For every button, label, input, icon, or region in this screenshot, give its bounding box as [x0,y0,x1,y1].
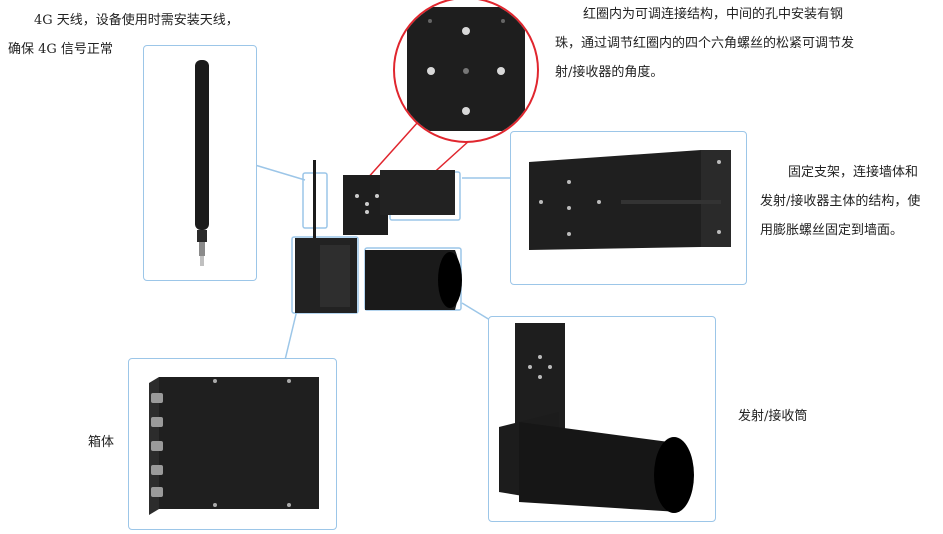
adjust-joint-image [407,7,525,131]
adjust-description-line: 红圈内为可调连接结构，中间的孔中安装有钢 [583,7,844,22]
antenna-description-line: 确保 4G 信号正常 [8,42,113,57]
bracket-image [529,150,731,250]
bracket-description: 固定支架，连接墙体和 发射/接收器主体的结构，使 用膨胀螺丝固定到墙面。 [760,158,943,245]
enclosure-image [149,377,319,515]
tube-panel [488,316,716,522]
enclosure-panel [128,358,337,530]
antenna-description-line: 4G 天线，设备使用时需安装天线， [34,13,239,28]
bracket-panel [510,131,747,285]
antenna-panel [143,45,257,281]
adjust-description: 红圈内为可调连接结构，中间的孔中安装有钢 珠，通过调节红圈内的四个六角螺丝的松紧… [555,0,935,87]
box-label: 箱体 [88,435,115,450]
bracket-description-line: 发射/接收器主体的结构，使 [760,194,921,209]
bracket-description-line: 用膨胀螺丝固定到墙面。 [760,223,904,238]
antenna-description: 4G 天线，设备使用时需安装天线， 确保 4G 信号正常 [8,6,278,64]
antenna-image [195,60,209,266]
adjust-description-line: 射/接收器的角度。 [555,65,664,80]
bracket-description-line: 固定支架，连接墙体和 [788,165,919,180]
tube-label: 发射/接收筒 [738,409,808,424]
tube-image [499,323,694,513]
adjust-description-line: 珠，通过调节红圈内的四个六角螺丝的松紧可调节发 [555,36,855,51]
adjust-zoom-circle [393,0,539,143]
assembly-image [295,160,462,313]
